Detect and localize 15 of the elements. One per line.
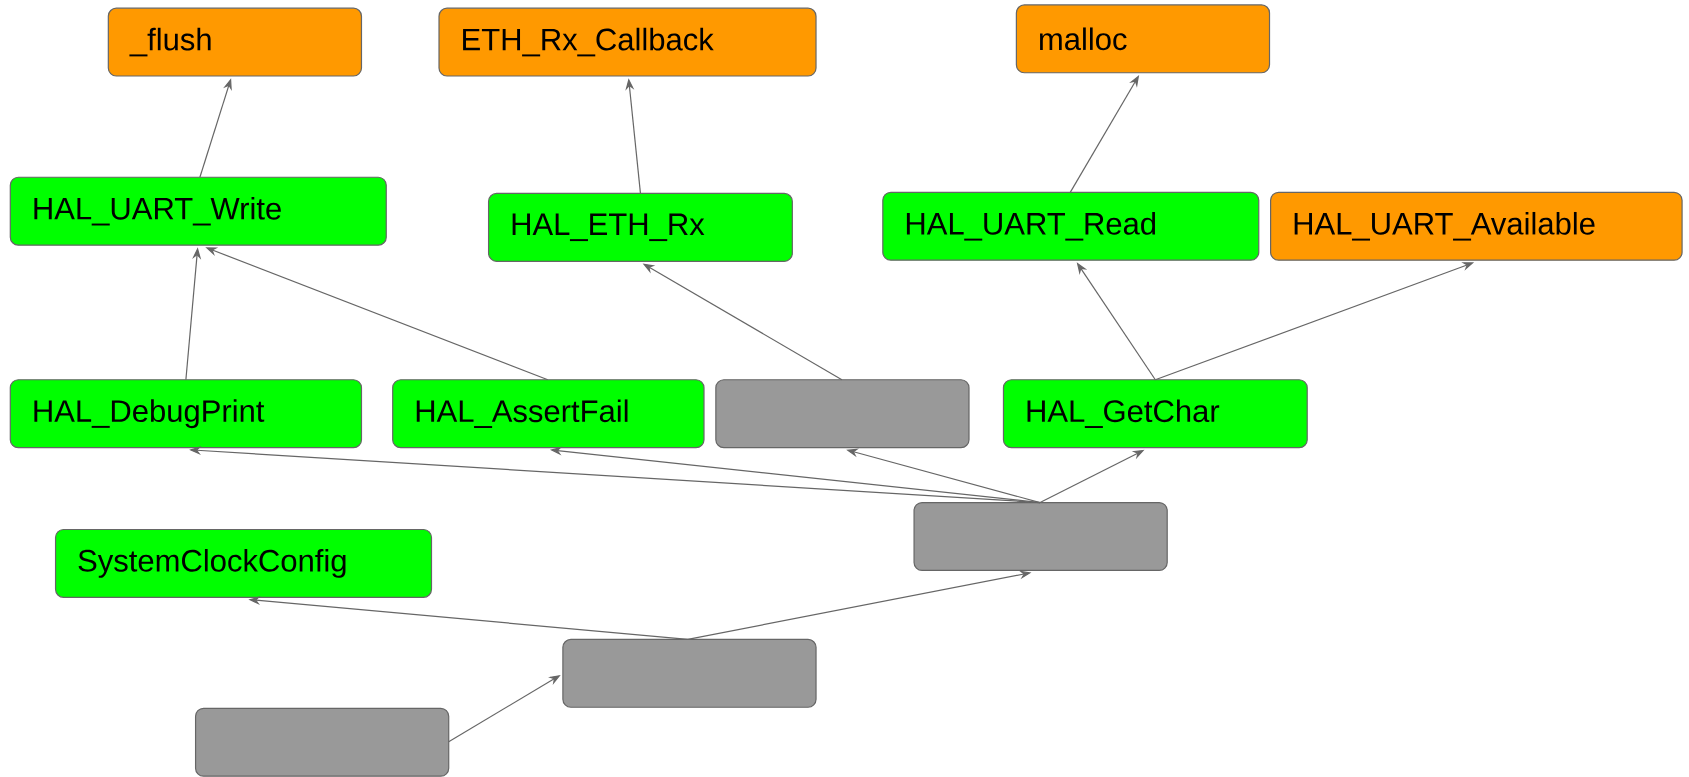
empty-box: [913, 501, 1168, 572]
function-box: _flush: [107, 7, 363, 77]
function-box: HAL_AssertFail: [392, 379, 705, 449]
function-box: HAL_DebugPrint: [9, 379, 363, 449]
function-box: HAL_UART_Read: [882, 191, 1260, 261]
function-box: HAL_ETH_Rx: [487, 192, 793, 262]
function-box: ETH_Rx_Callback: [438, 7, 817, 77]
empty-box: [562, 638, 817, 708]
function-box: SystemClockConfig: [54, 528, 433, 598]
function-box: HAL_UART_Available: [1270, 191, 1683, 261]
empty-box: [194, 707, 450, 777]
function-box: HAL_GetChar: [1002, 379, 1308, 449]
function-box: HAL_UART_Write: [9, 176, 387, 246]
function-box: malloc: [1015, 4, 1271, 74]
empty-box: [715, 379, 970, 449]
